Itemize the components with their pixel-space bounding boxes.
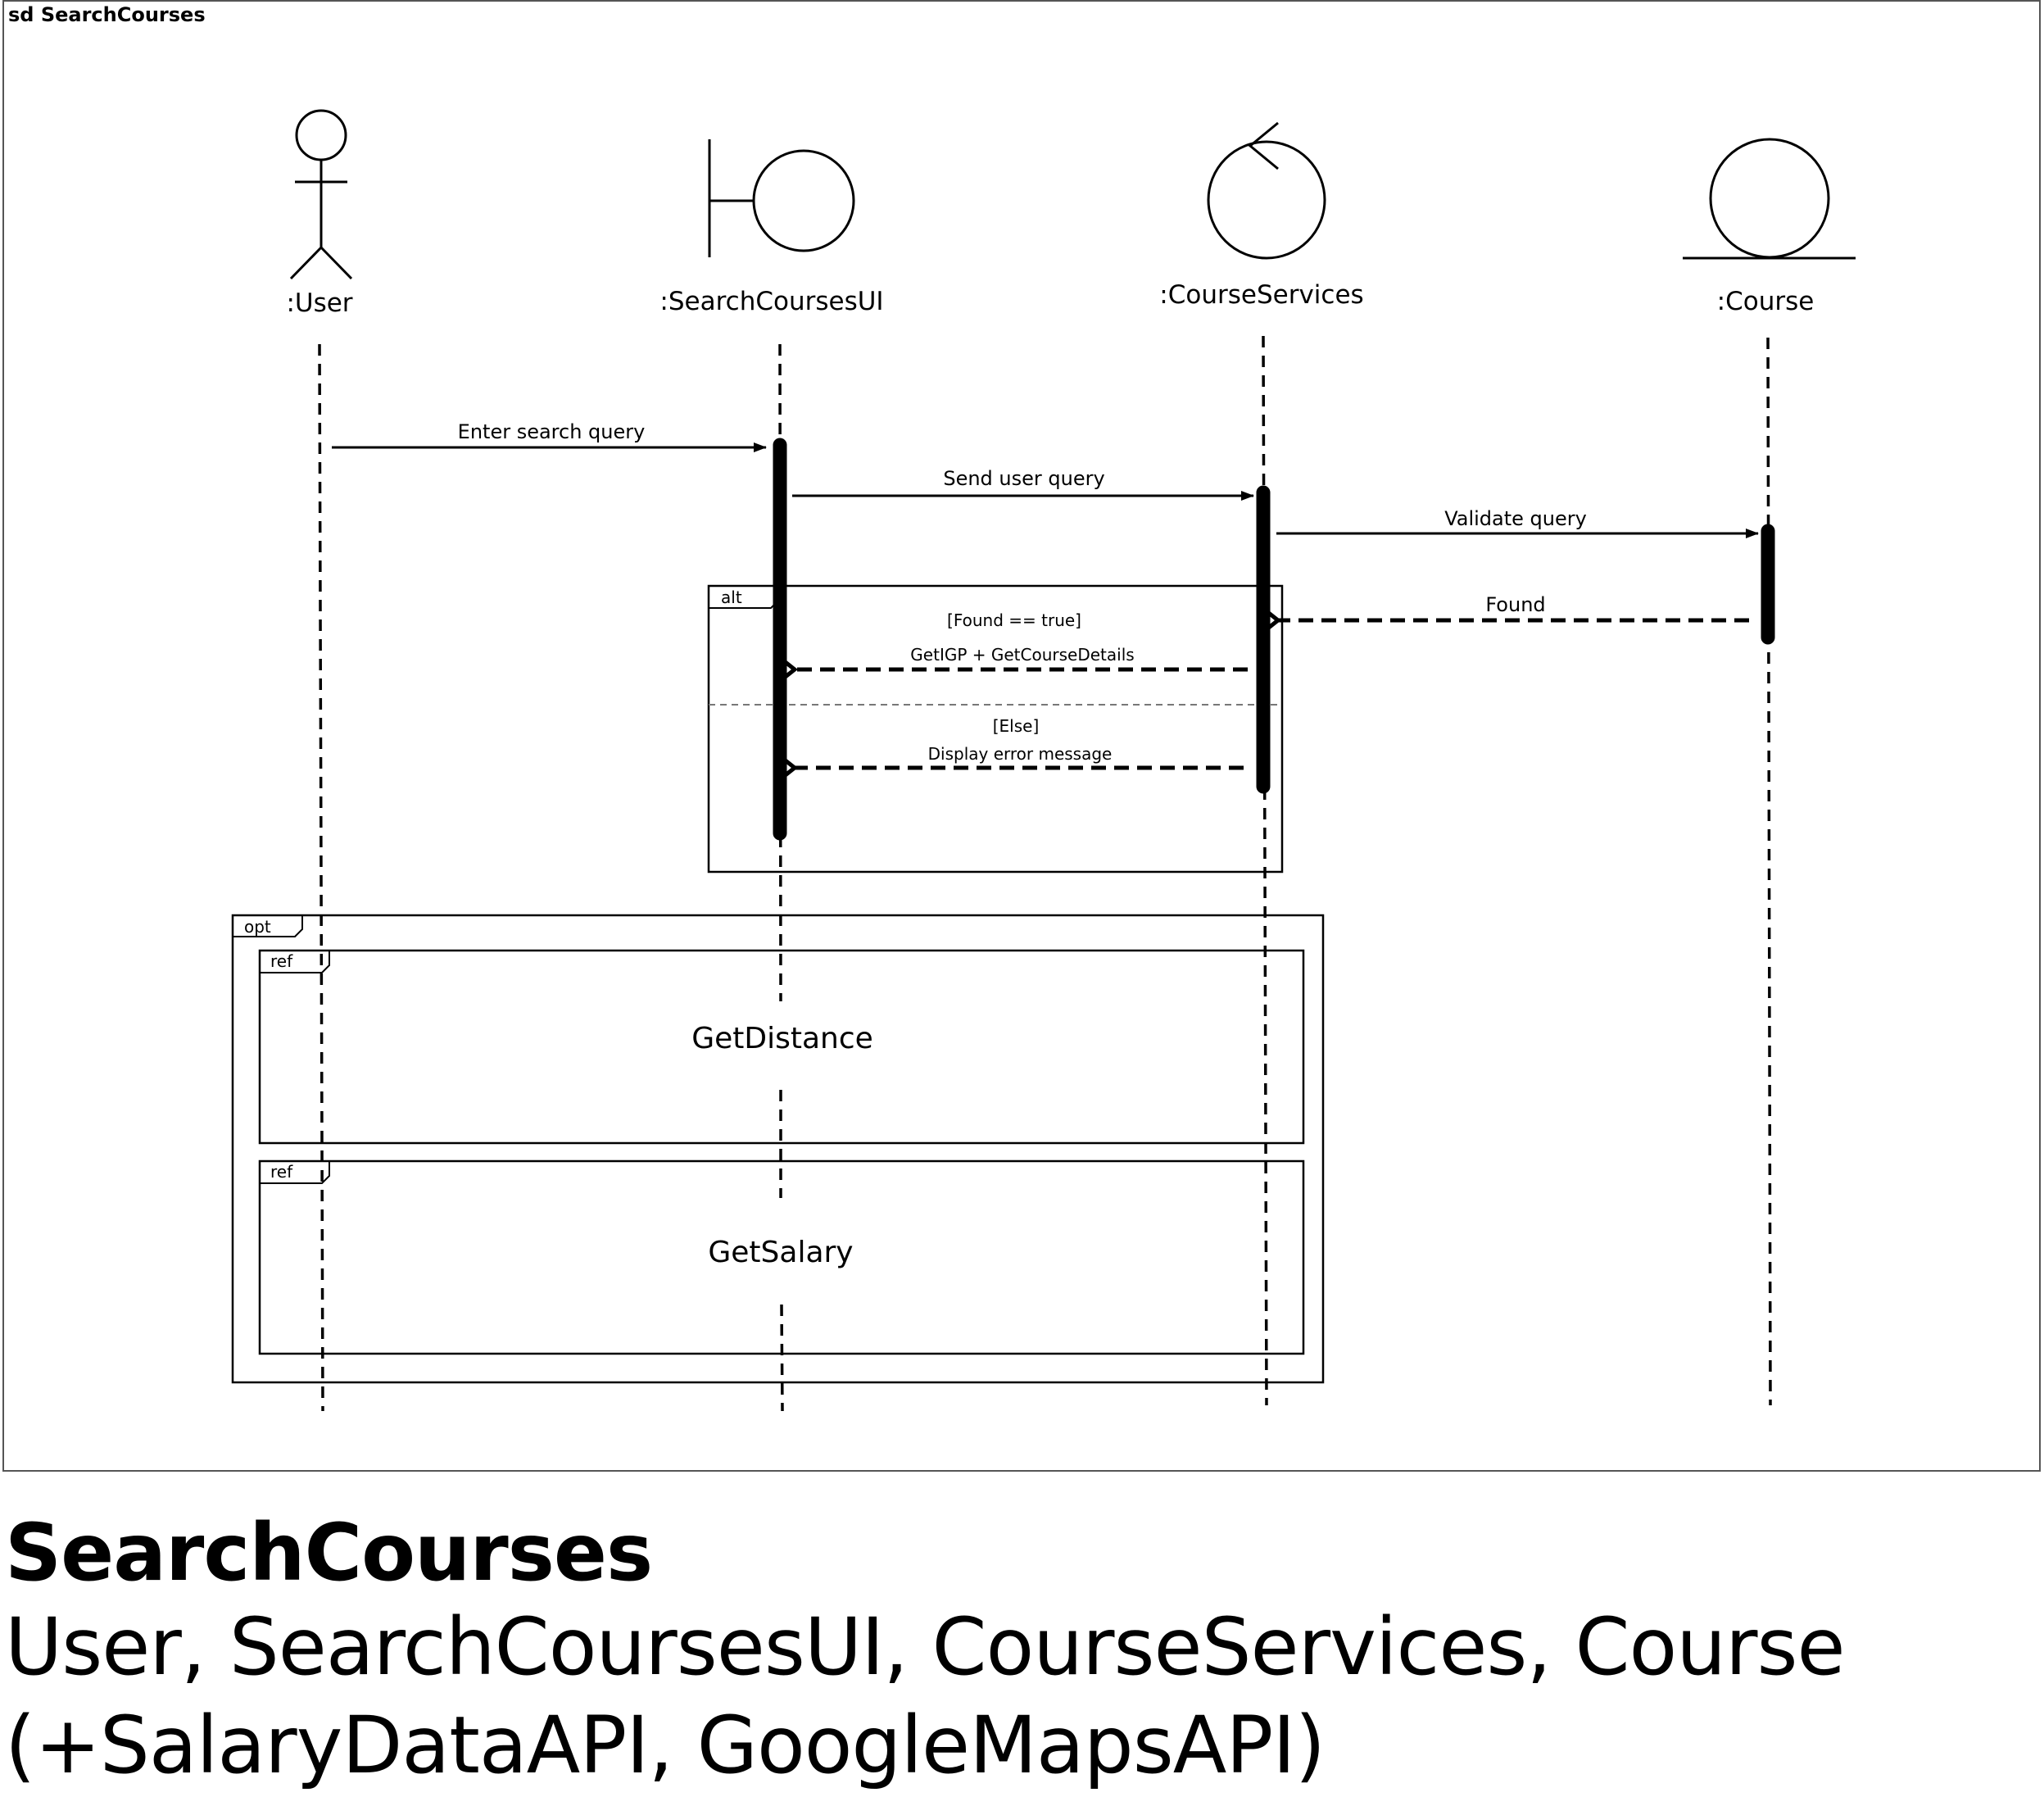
ref-name: GetDistance bbox=[691, 1022, 873, 1055]
sequence-diagram: sd SearchCourses :User :SearchCoursesUI … bbox=[2, 0, 2041, 1472]
message-enter-search-query: Enter search query bbox=[332, 420, 767, 452]
lifeline-user bbox=[318, 343, 324, 1412]
boundary-icon bbox=[708, 139, 855, 257]
caption: SearchCourses User, SearchCoursesUI, Cou… bbox=[5, 1508, 2037, 1795]
caption-title: SearchCourses bbox=[5, 1507, 653, 1599]
control-icon bbox=[1207, 121, 1326, 260]
opt-fragment: opt bbox=[231, 914, 1325, 1384]
message-label: Validate query bbox=[1444, 507, 1587, 530]
message-getigp-getcoursedetails: GetIGP + GetCourseDetails bbox=[795, 645, 1248, 669]
ref-name: GetSalary bbox=[708, 1236, 853, 1269]
message-found: Found bbox=[1278, 593, 1749, 620]
message-label: Found bbox=[1485, 593, 1545, 616]
lifeline-label-services: :CourseServices bbox=[1159, 280, 1363, 310]
alt-guard-else: [Else] bbox=[993, 716, 1040, 736]
lifeline-label-user: :User bbox=[286, 288, 352, 318]
lifeline-label-course: :Course bbox=[1717, 287, 1815, 316]
caption-subtitle: User, SearchCoursesUI, CourseServices, C… bbox=[5, 1601, 1846, 1791]
frame-label: sd SearchCourses bbox=[8, 3, 206, 26]
alt-fragment: alt [Found == true] [Else] bbox=[707, 584, 1284, 874]
diagram-frame bbox=[2, 0, 2041, 1472]
lifeline-course bbox=[1766, 337, 1772, 1406]
message-label: Enter search query bbox=[458, 420, 646, 443]
message-send-user-query: Send user query bbox=[792, 467, 1254, 501]
message-label: Send user query bbox=[943, 467, 1104, 490]
ref-operator: ref bbox=[270, 951, 293, 971]
ref-getsalary: ref GetSalary bbox=[258, 1159, 1305, 1355]
ref-operator: ref bbox=[270, 1162, 293, 1182]
message-validate-query: Validate query bbox=[1276, 507, 1759, 538]
message-display-error: Display error message bbox=[795, 744, 1244, 768]
message-label: Display error message bbox=[928, 744, 1113, 764]
actor-icon bbox=[289, 109, 353, 280]
opt-operator: opt bbox=[244, 917, 271, 937]
entity-icon bbox=[1683, 138, 1856, 260]
ref-getdistance: ref GetDistance bbox=[258, 949, 1305, 1145]
alt-operator: alt bbox=[721, 588, 742, 607]
message-label: GetIGP + GetCourseDetails bbox=[910, 645, 1134, 665]
lifeline-label-ui: :SearchCoursesUI bbox=[659, 287, 883, 316]
alt-guard-found: [Found == true] bbox=[947, 610, 1081, 630]
